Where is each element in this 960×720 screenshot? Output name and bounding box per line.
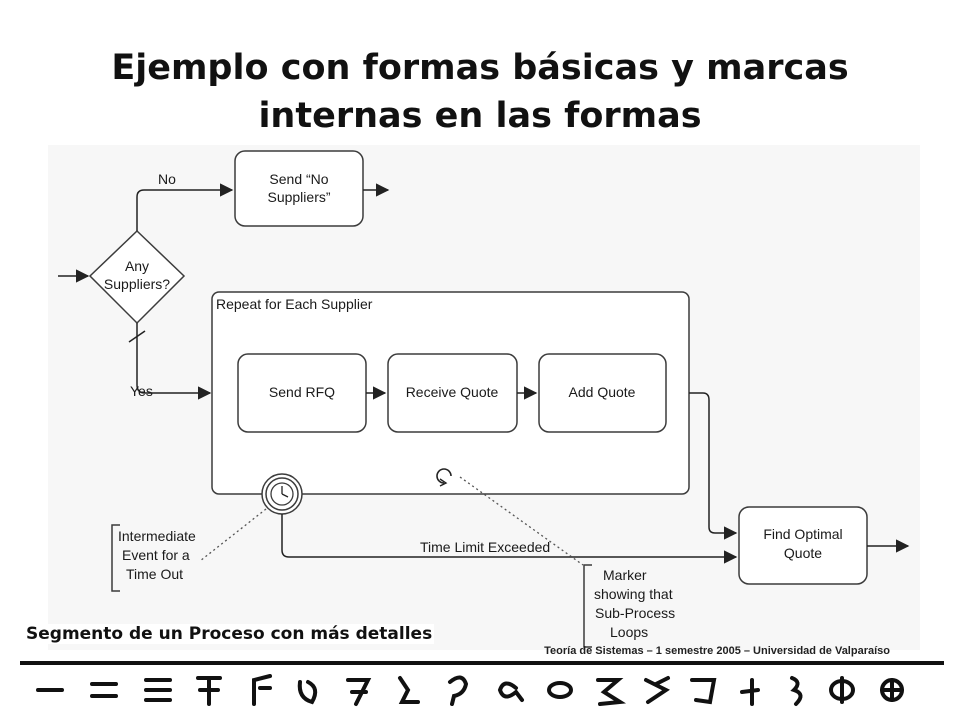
- task-find-optimal-line-1: Find Optimal: [763, 526, 842, 542]
- loop-marker-icon: [436, 468, 452, 487]
- task-find-optimal-line-2: Quote: [784, 545, 822, 561]
- glyph-k-icon: [644, 676, 670, 704]
- annotation-timer-association: [199, 508, 267, 562]
- timer-event-icon: [261, 473, 303, 515]
- slide-caption: Segmento de un Proceso con más detalles: [24, 624, 435, 644]
- annotation-timer-line-2: Event for a: [122, 547, 190, 563]
- glyph-seven-icon: [346, 678, 372, 706]
- task-receive-quote-label: Receive Quote: [406, 384, 499, 400]
- subprocess-to-find-flow: [689, 392, 738, 540]
- task-send-no-suppliers-line-1: Send “No: [269, 171, 328, 187]
- glyph-cross-icon: [740, 678, 760, 706]
- glyph-s-icon: [398, 676, 420, 704]
- footer-rule: [20, 661, 944, 665]
- time-limit-label: Time Limit Exceeded: [420, 539, 550, 555]
- glyph-j-icon: [690, 678, 717, 705]
- no-flow: [136, 183, 234, 231]
- slide-title-line-1: Ejemplo con formas básicas y marcas: [111, 48, 849, 88]
- annotation-loop-line-2: showing that: [594, 586, 673, 602]
- subprocess-label: Repeat for Each Supplier: [216, 296, 373, 312]
- glyph-curl-icon: [297, 680, 318, 705]
- default-flow-marker: [128, 330, 146, 343]
- gateway-label-line-1: Any: [125, 258, 149, 274]
- task-add-quote-label: Add Quote: [569, 384, 636, 400]
- glyph-theta-icon: [829, 676, 855, 704]
- glyph-swirl-icon: [790, 676, 803, 706]
- decorative-glyph-strip: [36, 674, 904, 706]
- glyph-question-icon: [448, 675, 469, 706]
- slide-title-line-2: internas en las formas: [258, 96, 702, 136]
- task-send-rfq-label: Send RFQ: [269, 384, 335, 400]
- glyph-two-bars-icon: [90, 682, 118, 698]
- annotation-timer-line-3: Time Out: [126, 566, 183, 582]
- annotation-loop-line-1: Marker: [603, 567, 647, 583]
- task-send-no-suppliers-line-2: Suppliers”: [267, 189, 330, 205]
- annotation-loop-line-4: Loops: [610, 624, 648, 640]
- glyph-zigzag-icon: [596, 678, 627, 706]
- annotation-timer-line-1: Intermediate: [118, 528, 196, 544]
- time-limit-flow: [281, 514, 738, 564]
- yes-flow-label: Yes: [130, 383, 153, 399]
- glyph-hook-icon: [196, 676, 222, 706]
- glyph-crosshair-icon: [880, 678, 904, 702]
- process-diagram-svg: Any Suppliers? No Send “No Suppliers” Ye…: [58, 150, 910, 648]
- glyph-angle-icon: [252, 674, 272, 706]
- glyph-three-bars-icon: [144, 678, 172, 702]
- process-diagram: Any Suppliers? No Send “No Suppliers” Ye…: [48, 145, 920, 650]
- annotation-loop-association: [459, 476, 584, 566]
- glyph-oval-icon: [547, 681, 573, 699]
- gateway-label-line-2: Suppliers?: [104, 276, 170, 292]
- yes-flow: [136, 323, 212, 400]
- task-send-no-suppliers: [234, 150, 364, 227]
- slide-title: Ejemplo con formas básicas y marcas inte…: [0, 44, 960, 140]
- annotation-timer-bracket: [111, 524, 120, 592]
- annotation-loop-line-3: Sub-Process: [595, 605, 675, 621]
- no-flow-label: No: [158, 171, 176, 187]
- slide-footer: Teoría de Sistemas – 1 semestre 2005 – U…: [544, 645, 890, 657]
- glyph-alpha-icon: [497, 681, 524, 702]
- task-add-quote: [538, 353, 667, 433]
- annotation-loop-bracket: [583, 564, 592, 648]
